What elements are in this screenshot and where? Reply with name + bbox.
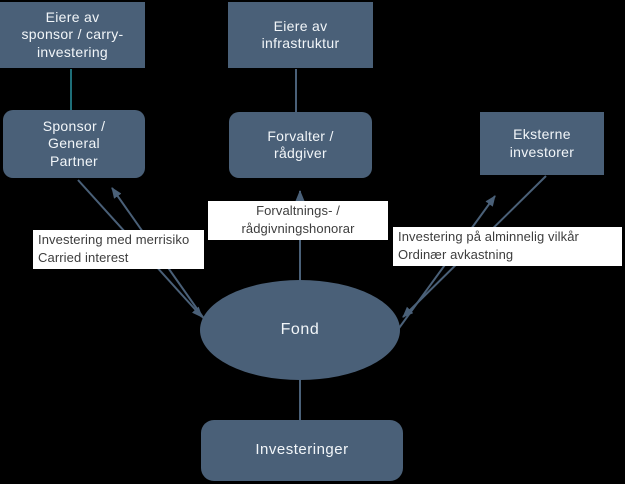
node-investeringer: Investeringer [201,420,403,481]
node-forvalter-radgiver: Forvalter / rådgiver [229,112,372,178]
node-fond: Fond [200,280,400,380]
edge-label-ordinary-return: Investering på alminnelig vilkår Ordinær… [393,227,622,267]
edge-label-management-fee: Forvaltnings- / rådgivningshonorar [208,201,388,241]
node-eiere-av-infrastruktur: Eiere av infrastruktur [228,2,373,68]
node-sponsor-general-partner: Sponsor / General Partner [3,110,145,178]
node-eiere-av-sponsor: Eiere av sponsor / carry- investering [0,2,145,68]
edge-label-carried-interest: Investering med merrisiko Carried intere… [33,230,204,270]
node-eksterne-investorer: Eksterne investorer [480,112,604,175]
